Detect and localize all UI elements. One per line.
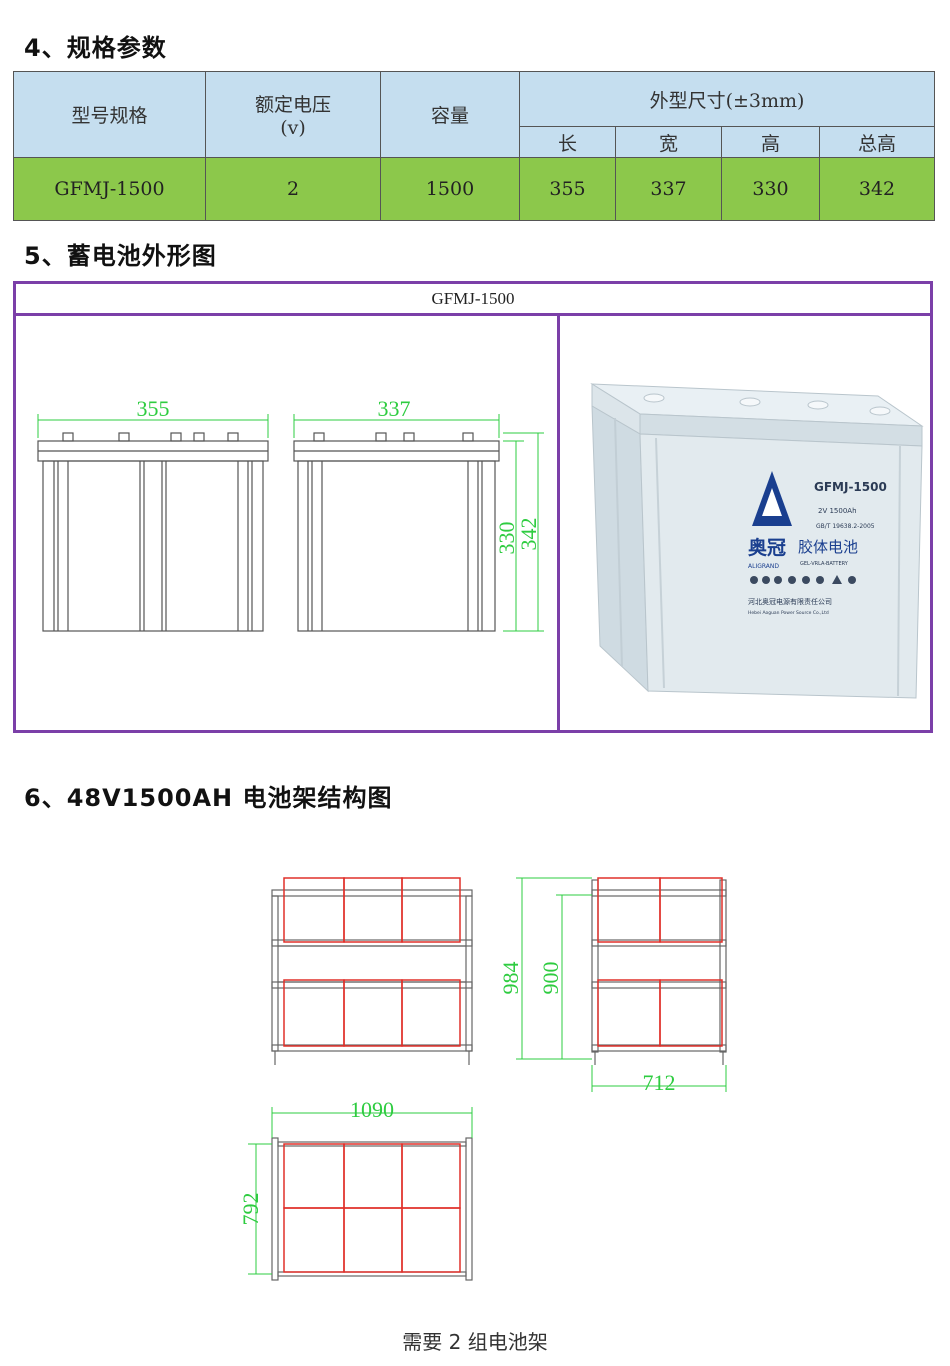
dim-rack-height: 984 <box>498 962 523 995</box>
battery-outline-frame: GFMJ-1500 355 3 <box>13 281 933 733</box>
rack-caption: 需要 2 组电池架 <box>402 1330 548 1354</box>
cell-width: 337 <box>615 157 722 221</box>
photo-brand-cn: 奥冠 <box>748 536 786 559</box>
spec-table: 型号规格 额定电压 (v) 容量 外型尺寸(±3mm) 长 宽 高 总高 GFM… <box>13 71 935 221</box>
photo-maker-en: Hebei Aoguan Power Source Co.,Ltd <box>748 610 829 616</box>
rack-side-view: 984 900 712 <box>498 877 727 1095</box>
header-length: 长 <box>519 126 616 158</box>
section-5-title: 5、蓄电池外形图 <box>24 242 217 270</box>
cell-length: 355 <box>519 157 616 221</box>
header-width: 宽 <box>615 126 722 158</box>
header-dimensions: 外型尺寸(±3mm) <box>519 71 935 127</box>
photo-product-en: GEL-VRLA-BATTERY <box>800 561 849 567</box>
cell-voltage: 2 <box>205 157 381 221</box>
header-capacity: 容量 <box>380 71 520 158</box>
photo-standard: GB/T 19638.2-2005 <box>816 523 875 530</box>
frame-title: GFMJ-1500 <box>16 284 930 316</box>
photo-maker-cn: 河北奥冠电源有限责任公司 <box>748 597 832 606</box>
dim-rack-length: 1090 <box>350 1097 394 1122</box>
rack-drawing: 984 900 712 1090 792 <box>238 877 727 1281</box>
dim-front-width: 355 <box>137 396 170 421</box>
photo-brand-en: ALIGRAND <box>748 563 779 570</box>
cell-capacity: 1500 <box>380 157 520 221</box>
dim-rack-depth: 712 <box>643 1070 676 1095</box>
header-total-height: 总高 <box>819 126 935 158</box>
rack-front-view <box>271 877 473 1065</box>
cell-height: 330 <box>721 157 820 221</box>
cell-model: GFMJ-1500 <box>13 157 206 221</box>
certification-marks-icon <box>750 575 856 584</box>
frame-divider <box>557 316 560 730</box>
photo-spec: 2V 1500Ah <box>818 507 857 515</box>
header-voltage-line2: (v) <box>280 117 306 139</box>
photo-model: GFMJ-1500 <box>814 480 887 494</box>
battery-outline-drawing: 355 337 330 342 <box>37 396 544 632</box>
section-4-title: 4、规格参数 <box>24 34 167 62</box>
photo-product-cn: 胶体电池 <box>798 538 858 556</box>
battery-photo: GFMJ-1500 2V 1500Ah GB/T 19638.2-2005 奥冠… <box>590 383 924 699</box>
dim-rack-width: 792 <box>238 1193 263 1226</box>
rack-top-view: 1090 792 <box>238 1097 473 1281</box>
dim-side-width: 337 <box>378 396 411 421</box>
dim-rack-inner-height: 900 <box>538 962 563 995</box>
dim-total-height: 342 <box>516 518 541 551</box>
header-height: 高 <box>721 126 820 158</box>
header-model: 型号规格 <box>13 71 206 158</box>
header-voltage-line1: 额定电压 <box>254 94 331 116</box>
header-voltage: 额定电压 (v) <box>205 71 381 158</box>
section-6-title: 6、48V1500AH 电池架结构图 <box>24 784 393 812</box>
cell-total-height: 342 <box>819 157 935 221</box>
dim-height: 330 <box>494 522 519 555</box>
